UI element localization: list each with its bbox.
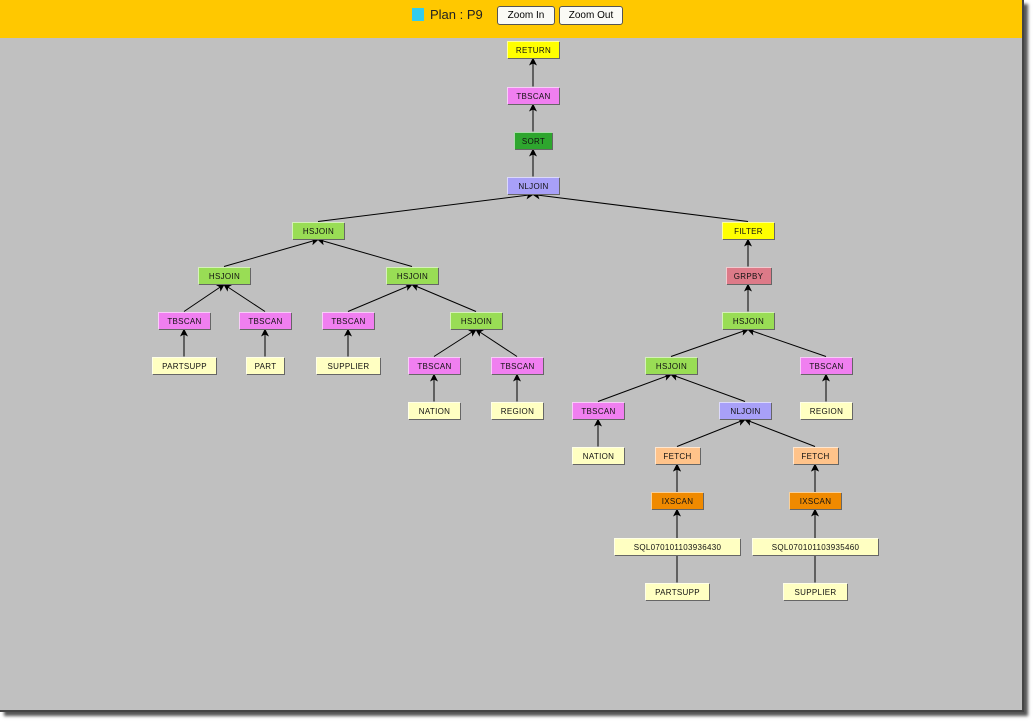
plan-node-table[interactable]: REGION (491, 401, 543, 419)
plan-node-tbscan[interactable]: TBSCAN (572, 401, 624, 419)
plan-node-ixscan[interactable]: IXSCAN (789, 491, 841, 509)
plan-node-grpby[interactable]: GRPBY (725, 266, 771, 284)
plan-node-hsjoin[interactable]: HSJOIN (450, 311, 502, 329)
plan-node-fetch[interactable]: FETCH (792, 446, 838, 464)
edge-arrow (670, 373, 746, 402)
plan-node-tbscan[interactable]: TBSCAN (158, 311, 210, 329)
edge-arrow (676, 418, 746, 447)
edge-arrow (317, 237, 413, 267)
plan-node-hsjoin[interactable]: HSJOIN (722, 311, 774, 329)
plan-graph-canvas: RETURN TBSCAN SORT NLJOIN HSJOIN FILTER HSJOIN… (0, 38, 1022, 710)
plan-node-table[interactable]: PARTSUPP (645, 582, 709, 600)
plan-node-table[interactable]: NATION (408, 401, 460, 419)
edge-arrow (183, 283, 225, 312)
plan-node-table[interactable]: PARTSUPP (152, 356, 216, 374)
plan-node-nljoin[interactable]: NLJOIN (719, 401, 771, 419)
plan-node-tbscan[interactable]: TBSCAN (800, 356, 852, 374)
plan-node-return[interactable]: RETURN (507, 40, 559, 58)
edge-arrow (597, 373, 672, 402)
plan-node-index[interactable]: SQL070101103935460 (752, 537, 878, 555)
edge-arrow (433, 328, 477, 357)
plan-node-table[interactable]: PART (245, 356, 285, 374)
plan-node-hsjoin[interactable]: HSJOIN (292, 221, 344, 239)
edge-arrow (223, 283, 266, 312)
plan-node-fetch[interactable]: FETCH (654, 446, 700, 464)
plan-node-filter[interactable]: FILTER (722, 221, 774, 239)
plan-node-table[interactable]: SUPPLIER (316, 356, 380, 374)
zoom-out-button[interactable]: Zoom Out (559, 6, 623, 25)
edge-arrow (532, 191, 749, 222)
edge-arrow (317, 191, 534, 222)
plan-node-hsjoin[interactable]: HSJOIN (645, 356, 697, 374)
edge-arrow (347, 283, 413, 312)
plan-node-hsjoin[interactable]: HSJOIN (386, 266, 438, 284)
plan-window: Plan : P9 Zoom In Zoom Out RETURN TBSCAN S… (0, 0, 1024, 712)
plan-node-tbscan[interactable]: TBSCAN (491, 356, 543, 374)
plan-node-ixscan[interactable]: IXSCAN (651, 491, 703, 509)
plan-title: Plan : P9 (430, 7, 483, 22)
plan-node-tbscan[interactable]: TBSCAN (239, 311, 291, 329)
plan-node-table[interactable]: REGION (800, 401, 852, 419)
edge-arrow (223, 237, 319, 267)
plan-node-table[interactable]: SUPPLIER (783, 582, 847, 600)
plan-node-tbscan[interactable]: TBSCAN (408, 356, 460, 374)
edge-arrow (411, 283, 477, 312)
plan-node-hsjoin[interactable]: HSJOIN (198, 266, 250, 284)
toolbar: Plan : P9 Zoom In Zoom Out (0, 0, 1022, 38)
plan-node-tbscan[interactable]: TBSCAN (507, 86, 559, 104)
plan-node-nljoin[interactable]: NLJOIN (507, 176, 559, 194)
plan-node-sort[interactable]: SORT (513, 131, 553, 149)
edge-arrow (670, 328, 749, 357)
plan-node-table[interactable]: NATION (572, 446, 624, 464)
edge-arrow (744, 418, 816, 447)
edges-layer (180, 57, 830, 583)
plan-node-tbscan[interactable]: TBSCAN (322, 311, 374, 329)
plan-node-index[interactable]: SQL070101103936430 (614, 537, 740, 555)
edge-arrow (475, 328, 518, 357)
edge-arrow (747, 328, 827, 357)
plan-color-swatch (412, 8, 424, 21)
zoom-in-button[interactable]: Zoom In (497, 6, 555, 25)
